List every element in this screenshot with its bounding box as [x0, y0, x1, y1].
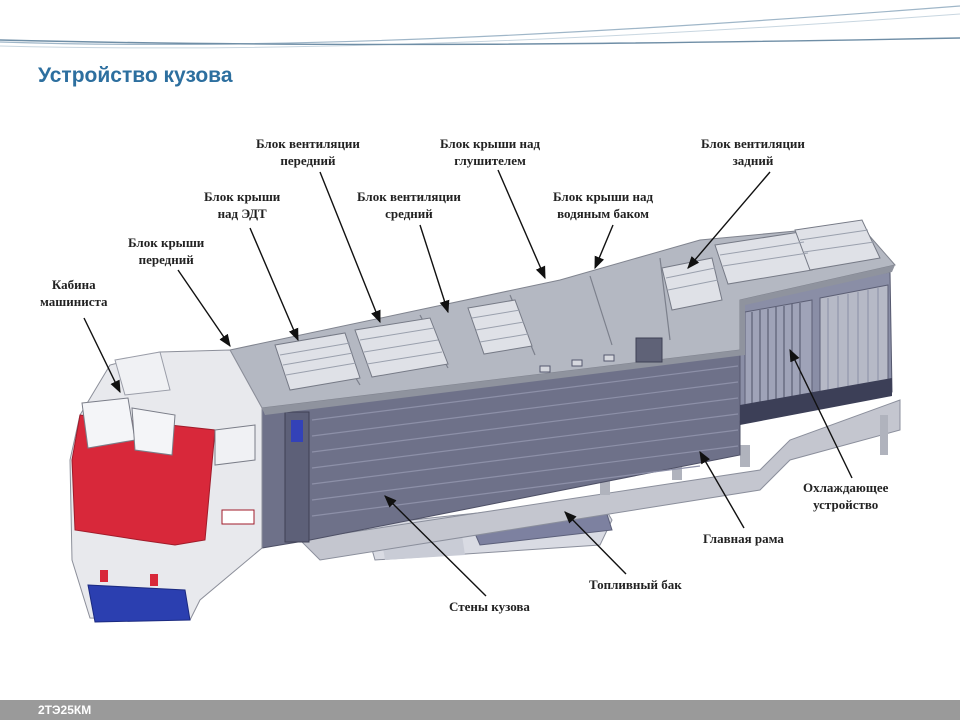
label-line: задний	[732, 153, 774, 168]
drivers-cab	[69, 349, 263, 623]
cooling-unit	[739, 271, 893, 425]
label-line: Блок вентиляции	[256, 136, 360, 151]
label-line: машиниста	[40, 294, 108, 309]
label-cab: Кабина машиниста	[40, 276, 108, 310]
label-line: Блок крыши над	[553, 189, 654, 204]
label-line: Блок крыши над	[440, 136, 541, 151]
slide-title: Устройство кузова	[38, 64, 233, 87]
label-roof-edt: Блок крыши над ЭДТ	[204, 188, 280, 222]
label-line: Блок крыши	[128, 235, 205, 250]
label-line: Кабина	[51, 277, 96, 292]
label-line: Блок вентиляции	[701, 136, 805, 151]
label-line: Блок крыши	[204, 189, 281, 204]
label-line: устройство	[813, 497, 879, 512]
label-line: средний	[385, 206, 433, 221]
footer-bar: 2ТЭ25КМ	[0, 700, 960, 720]
label-line: Главная рама	[703, 531, 784, 546]
label-line: Охлаждающее	[803, 480, 889, 495]
label-line: Топливный бак	[589, 577, 682, 592]
label-roof-water-tank: Блок крыши над водяным баком	[553, 188, 653, 222]
label-line: передний	[280, 153, 336, 168]
label-line: глушителем	[454, 153, 526, 168]
label-line: водяным баком	[557, 206, 649, 221]
label-vent-middle: Блок вентиляции средний	[357, 188, 461, 222]
label-cooling: Охлаждающее устройство	[803, 479, 888, 513]
footer-model: 2ТЭ25КМ	[38, 703, 92, 717]
label-fuel-tank: Топливный бак	[589, 576, 682, 593]
label-vent-front: Блок вентиляции передний	[256, 135, 360, 169]
label-roof-muffler: Блок крыши над глушителем	[440, 135, 540, 169]
label-line: передний	[138, 252, 194, 267]
label-line: над ЭДТ	[217, 206, 267, 221]
label-roof-front: Блок крыши передний	[128, 234, 204, 268]
label-vent-rear: Блок вентиляции задний	[701, 135, 805, 169]
label-line: Стены кузова	[449, 599, 530, 614]
label-main-frame: Главная рама	[703, 530, 784, 547]
header-decoration	[0, 5, 960, 49]
leader-lines	[83, 169, 853, 597]
label-line: Блок вентиляции	[357, 189, 461, 204]
label-body-walls: Стены кузова	[449, 598, 530, 615]
roof	[229, 219, 896, 415]
